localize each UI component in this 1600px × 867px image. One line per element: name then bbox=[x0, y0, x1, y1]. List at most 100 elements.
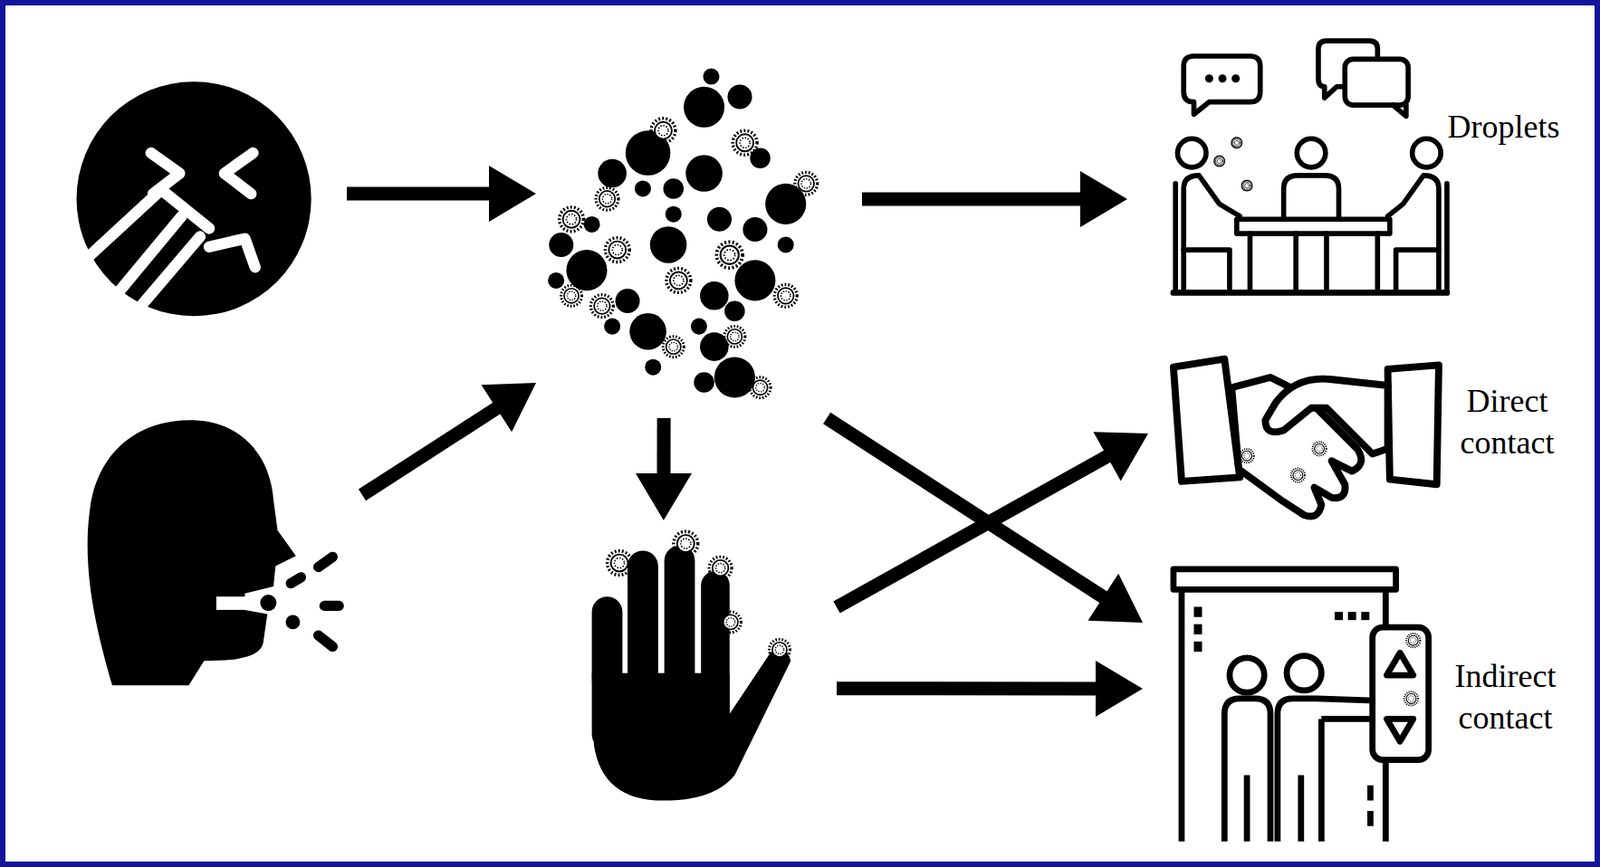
droplet-cloud-icon-part bbox=[559, 207, 585, 232]
handshake-icon-part bbox=[1312, 441, 1326, 456]
arrow-shaft bbox=[826, 418, 1112, 603]
meeting-icon-part bbox=[1231, 137, 1242, 148]
meeting-icon-part bbox=[1205, 74, 1214, 83]
elevator-icon-part bbox=[1193, 607, 1202, 618]
arrow-shaft bbox=[862, 191, 1090, 206]
handshake-icon-part bbox=[1388, 364, 1439, 485]
droplet-cloud-icon-part bbox=[644, 359, 662, 376]
droplet-cloud-icon-part bbox=[629, 313, 667, 351]
cough-head-icon-part bbox=[290, 556, 339, 647]
droplet-cloud-icon-part bbox=[707, 207, 732, 232]
arrow-head bbox=[1088, 574, 1143, 623]
elevator-icon-part bbox=[1181, 589, 1386, 842]
arrow-shaft bbox=[346, 186, 499, 201]
illustration-part bbox=[76, 40, 1447, 843]
hand-icon-part bbox=[673, 531, 699, 556]
meeting-icon-part bbox=[1214, 155, 1225, 166]
arrow-head bbox=[1092, 431, 1149, 481]
meeting-icon-part bbox=[1177, 138, 1207, 168]
droplet-cloud-icon-part bbox=[724, 325, 746, 347]
node-label: Indirect contact bbox=[1439, 655, 1572, 739]
droplet-cloud bbox=[536, 54, 863, 419]
elevator-icon-part bbox=[1193, 641, 1202, 652]
droplet-cloud-icon-part bbox=[590, 295, 614, 318]
droplet-cloud-icon-part bbox=[662, 178, 684, 200]
droplet-cloud-icon-part bbox=[683, 86, 725, 128]
arrow-head bbox=[1080, 171, 1128, 228]
arrow-head bbox=[488, 165, 537, 222]
arrow-shaft bbox=[836, 451, 1116, 608]
meeting-icon-part bbox=[1218, 74, 1227, 83]
hand-icon-part bbox=[607, 551, 633, 576]
meeting-icon-part bbox=[1344, 58, 1409, 106]
flow-arrow bbox=[826, 418, 1143, 623]
cough-head-icon-part bbox=[216, 596, 248, 611]
contaminated-hand bbox=[579, 520, 837, 806]
elevator-icon-part bbox=[1193, 624, 1202, 635]
cough-head-icon-part bbox=[87, 420, 297, 686]
droplet-cloud-icon-part bbox=[662, 336, 684, 358]
droplet-cloud-icon-part bbox=[716, 241, 743, 269]
droplet-cloud-icon-part bbox=[547, 272, 565, 289]
droplets-route: Droplets bbox=[1127, 31, 1576, 299]
cough-head-icon-part bbox=[286, 615, 301, 631]
droplet-cloud-icon-part bbox=[615, 288, 641, 314]
droplet-cloud-icon-part bbox=[714, 356, 756, 398]
cough-head-icon-part-part bbox=[318, 635, 334, 647]
meeting-icon-part bbox=[1396, 183, 1447, 291]
hand-icon-part bbox=[719, 612, 741, 633]
droplet-cloud-icon-part bbox=[693, 372, 715, 393]
elevator-icon-part bbox=[1348, 612, 1357, 621]
cough-head-icon-part-part bbox=[318, 556, 334, 567]
droplet-cloud-icon-part bbox=[732, 130, 757, 155]
elevator-icon-part bbox=[1386, 718, 1413, 742]
cough-head-icon-part-part bbox=[290, 577, 301, 585]
indirect-contact-route: Indirect contact bbox=[1142, 556, 1576, 847]
sneeze-face-icon-part-part bbox=[130, 236, 201, 318]
droplet-cloud-icon-part bbox=[584, 216, 601, 233]
meeting-icon-part bbox=[1249, 233, 1378, 291]
direct-contact-route: Direct contact bbox=[1148, 344, 1576, 544]
handshake-icon-part bbox=[1173, 359, 1240, 482]
node-label: Droplets bbox=[1437, 105, 1570, 148]
cough-head-icon-part bbox=[259, 594, 277, 612]
droplet-cloud-icon-part bbox=[734, 259, 776, 301]
droplet-cloud-icon-part bbox=[604, 238, 630, 263]
meeting-icon-part bbox=[1296, 138, 1326, 168]
node-label: Direct contact bbox=[1441, 380, 1573, 464]
droplet-cloud-icon-part bbox=[690, 318, 708, 336]
arrow-head bbox=[635, 473, 692, 521]
droplet-cloud-icon-part bbox=[742, 217, 767, 242]
meeting-icon-part bbox=[1283, 175, 1340, 220]
droplet-cloud-icon-part bbox=[727, 85, 752, 110]
droplet-cloud-icon-part bbox=[777, 236, 795, 253]
sneeze-icon bbox=[76, 81, 347, 317]
cough-icon bbox=[86, 418, 363, 690]
droplet-cloud-icon-part bbox=[650, 226, 688, 264]
flow-arrow bbox=[635, 418, 692, 521]
meeting-icon bbox=[1173, 40, 1447, 293]
meeting-icon-part bbox=[1175, 183, 1230, 291]
elevator-icon bbox=[1173, 569, 1429, 843]
sneeze-face-icon-part-part bbox=[224, 153, 254, 194]
hand-icon-part bbox=[592, 649, 792, 801]
droplet-cloud-icon-part bbox=[651, 118, 676, 144]
hand-icon-part bbox=[768, 639, 790, 661]
cough-head-icon bbox=[87, 420, 339, 686]
meeting-icon-part bbox=[1236, 219, 1390, 234]
elevator-icon-part bbox=[1404, 691, 1418, 706]
handshake-icon-part bbox=[1291, 468, 1305, 482]
droplet-cloud-icon-part bbox=[749, 147, 771, 169]
hand-icon-part bbox=[708, 556, 732, 580]
elevator-icon-part bbox=[1334, 612, 1343, 621]
droplet-cloud-icon-part bbox=[603, 318, 621, 336]
droplet-cloud-icon-part bbox=[595, 187, 619, 211]
elevator-icon-part bbox=[1386, 652, 1413, 676]
droplet-cloud-icon-part bbox=[597, 159, 627, 189]
arrow-head bbox=[480, 383, 537, 432]
droplet-cloud-icon-part bbox=[565, 249, 607, 291]
